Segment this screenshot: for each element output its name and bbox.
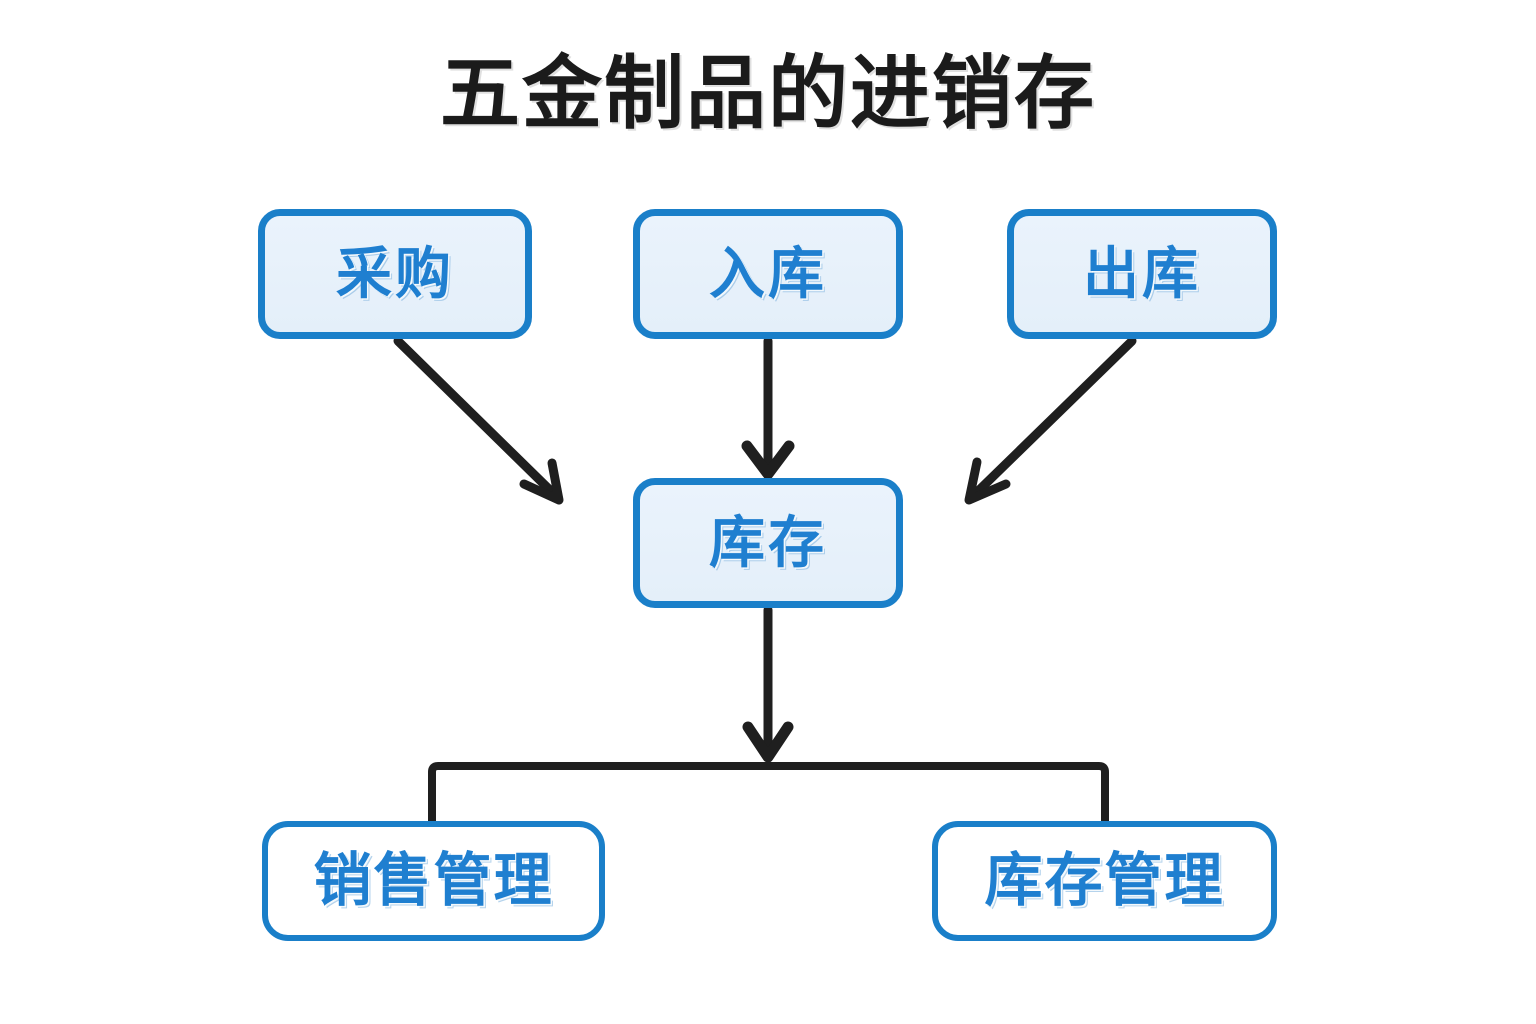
arrow-inventory-to-branch (428, 605, 1109, 826)
arrow-procurement-to-inventory (393, 336, 564, 505)
node-sales-management[interactable]: 销售管理 (262, 821, 605, 941)
page-title: 五金制品的进销存 (440, 49, 1096, 138)
node-sales-management-label: 销售管理 (313, 848, 554, 913)
node-procurement-label: 采购 (336, 242, 454, 305)
node-stock-out-label: 出库 (1083, 242, 1201, 305)
node-inventory-management[interactable]: 库存管理 (932, 821, 1277, 941)
node-inventory-label: 库存 (709, 511, 827, 574)
arrow-stock-in-to-inventory (741, 336, 795, 480)
node-inventory[interactable]: 库存 (633, 478, 903, 608)
node-inventory-management-label: 库存管理 (984, 848, 1225, 913)
node-stock-in[interactable]: 入库 (633, 209, 903, 339)
node-stock-out[interactable]: 出库 (1007, 209, 1277, 339)
arrow-stock-out-to-inventory (964, 336, 1137, 505)
node-procurement[interactable]: 采购 (258, 209, 532, 339)
node-stock-in-label: 入库 (709, 242, 827, 305)
